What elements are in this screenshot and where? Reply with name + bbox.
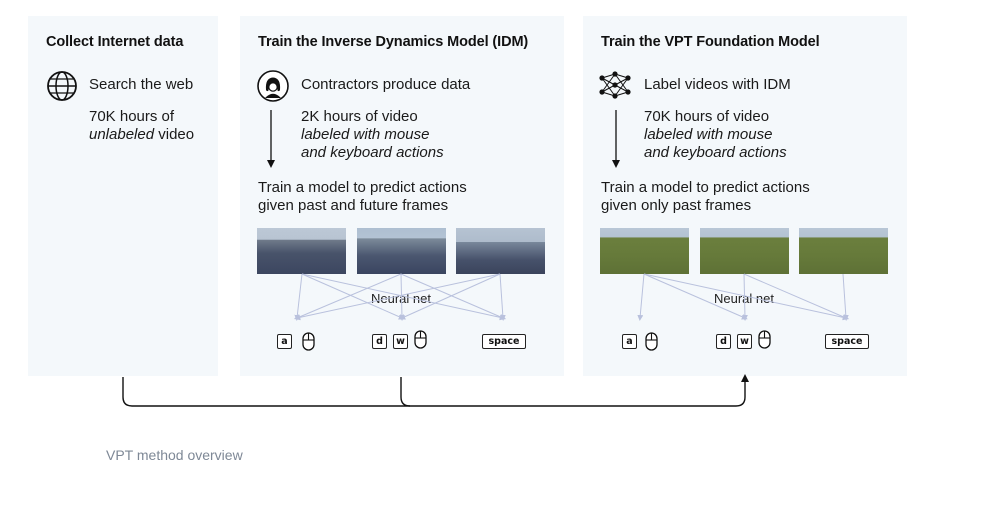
key-d: d bbox=[372, 334, 387, 349]
video-frame bbox=[456, 228, 545, 274]
key-w: w bbox=[737, 334, 752, 349]
neural-net-label: Neural net bbox=[369, 291, 433, 306]
step-label: Label videos with IDM bbox=[644, 76, 791, 93]
panel-train-idm: Train the Inverse Dynamics Model (IDM) C… bbox=[240, 16, 564, 376]
training-description: Train a model to predict actions given o… bbox=[601, 179, 810, 215]
train-line: Train a model to predict actions bbox=[601, 179, 810, 196]
panel-title: Train the Inverse Dynamics Model (IDM) bbox=[258, 34, 529, 50]
video-frame bbox=[700, 228, 789, 274]
detail-italic: unlabeled bbox=[89, 126, 155, 143]
data-description: 2K hours of video labeled with mouse and… bbox=[301, 108, 444, 162]
video-frame bbox=[357, 228, 446, 274]
detail-line: unlabeled video bbox=[89, 126, 194, 144]
figure-caption: VPT method overview bbox=[106, 447, 243, 463]
panel-train-vpt: Train the VPT Foundation Model Label vid… bbox=[583, 16, 907, 376]
mouse-icon bbox=[645, 332, 658, 351]
train-line: Train a model to predict actions bbox=[258, 179, 467, 196]
detail-line: and keyboard actions bbox=[644, 144, 787, 161]
flow-connector-collect-to-vpt bbox=[122, 374, 749, 407]
person-icon bbox=[257, 70, 289, 102]
key-space: space bbox=[825, 334, 869, 349]
panel-title: Collect Internet data bbox=[46, 34, 184, 50]
panel-collect-internet-data: Collect Internet data Search the web 70K… bbox=[28, 16, 218, 376]
network-icon bbox=[599, 71, 631, 99]
detail-line: labeled with mouse bbox=[301, 126, 430, 143]
panel-title: Train the VPT Foundation Model bbox=[601, 34, 820, 50]
detail-line: 70K hours of bbox=[89, 108, 175, 125]
step-label: Contractors produce data bbox=[301, 76, 471, 93]
video-frame bbox=[799, 228, 888, 274]
globe-icon bbox=[47, 71, 77, 101]
detail-line: labeled with mouse bbox=[644, 126, 773, 143]
key-a: a bbox=[277, 334, 292, 349]
video-frame bbox=[257, 228, 346, 274]
data-description: 70K hours of unlabeled video bbox=[89, 108, 194, 144]
mouse-icon bbox=[414, 330, 427, 349]
key-w: w bbox=[393, 334, 408, 349]
key-a: a bbox=[622, 334, 637, 349]
flow-connector-idm-to-vpt bbox=[400, 377, 411, 407]
detail-line: 70K hours of video bbox=[644, 108, 770, 125]
key-space: space bbox=[482, 334, 526, 349]
key-d: d bbox=[716, 334, 731, 349]
detail-rest: video bbox=[154, 126, 195, 143]
training-description: Train a model to predict actions given p… bbox=[258, 179, 467, 215]
train-line: given only past frames bbox=[601, 197, 752, 214]
neural-net-label: Neural net bbox=[712, 291, 776, 306]
mouse-icon bbox=[758, 330, 771, 349]
step-label: Search the web bbox=[89, 76, 194, 93]
detail-line: and keyboard actions bbox=[301, 144, 444, 161]
data-description: 70K hours of video labeled with mouse an… bbox=[644, 108, 787, 162]
mouse-icon bbox=[302, 332, 315, 351]
train-line: given past and future frames bbox=[258, 197, 449, 214]
video-frame bbox=[600, 228, 689, 274]
detail-line: 2K hours of video bbox=[301, 108, 418, 125]
